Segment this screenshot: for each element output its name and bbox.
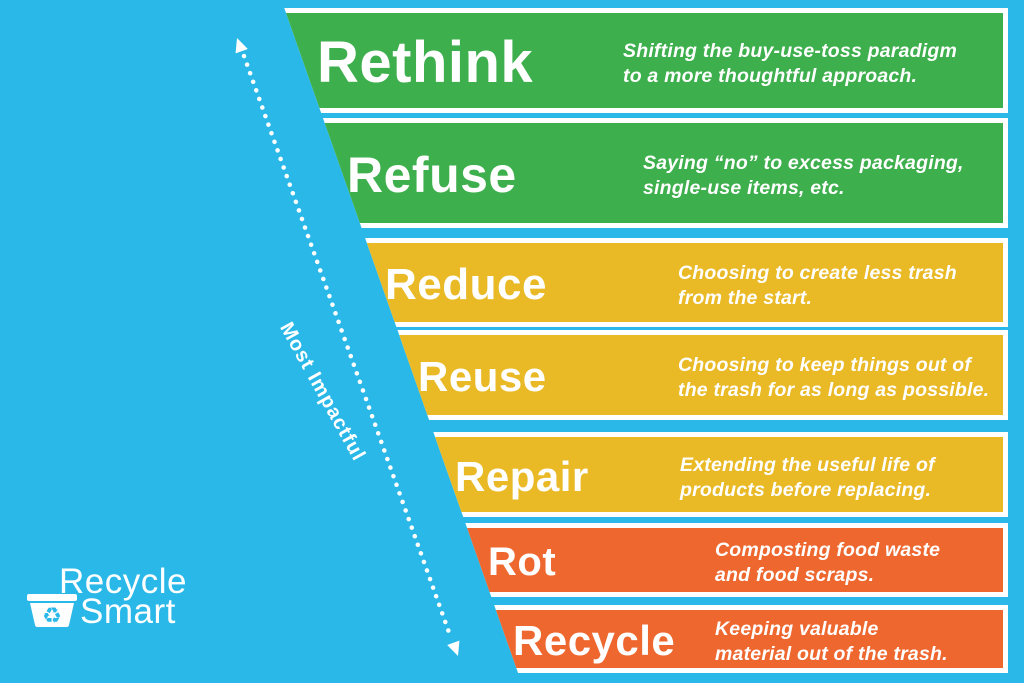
row-description-reuse: Choosing to keep things out of the trash… [678,354,990,401]
band-rethink [286,13,1003,108]
row-title-repair: Repair [455,452,589,500]
impact-arrow-line [241,53,454,641]
row-description-refuse: Saying “no” to excess packaging, single-… [643,152,964,199]
row-title-rethink: Rethink [317,29,534,95]
row-description-recycle: Keeping valuable material out of the tra… [715,618,948,665]
row-title-refuse: Refuse [347,147,517,203]
band-recycle [495,610,1003,668]
recycle-bin-icon: ♻ [27,594,77,628]
row-description-rot: Composting food waste and food scraps. [715,539,941,586]
row-title-recycle: Recycle [513,617,676,664]
impact-arrow-head-bottom [447,640,460,656]
recycle-symbol-icon: ♻ [42,604,62,628]
row-description-repair: Extending the useful life of products be… [680,453,935,501]
row-title-reduce: Reduce [385,259,547,309]
logo-line2: Smart [80,592,176,631]
band-reuse [399,335,1003,415]
row-description-rethink: Shifting the buy-use-toss paradigm to a … [623,39,957,87]
row-title-rot: Rot [488,540,557,584]
logo-line1: Recycle [59,562,187,601]
band-rot [467,528,1004,592]
band-repair [435,437,1004,512]
band-reduce [366,243,1003,322]
row-title-reuse: Reuse [418,353,547,400]
band-refuse [324,123,1003,223]
impact-arrow-head-top [235,38,248,54]
row-description-reduce: Choosing to create less trash from the s… [678,261,957,309]
